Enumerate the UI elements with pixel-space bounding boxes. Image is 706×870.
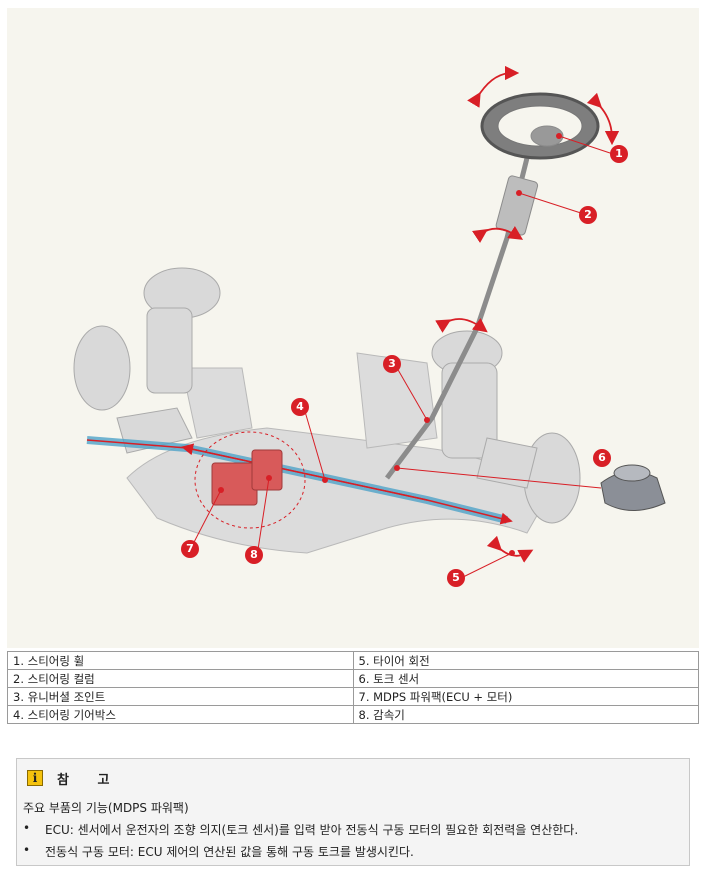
steering-rack [86,436,513,525]
torque-sensor-unit [600,464,666,511]
legend-cell: 5. 타이어 회전 [352,651,699,670]
leader-dots [218,133,562,556]
legend-row: 1. 스티어링 휠 5. 타이어 회전 [7,651,699,670]
mdps-power-pack [211,449,283,506]
bullet-dot: • [23,821,31,835]
callout-5: 5 [447,569,465,587]
diagram-drawing [73,65,666,581]
callout-4: 4 [291,398,309,416]
rotation-arrows [435,65,620,563]
bullet-text: ECU: 센서에서 운전자의 조향 의지(토크 센서)를 입력 받아 전동식 구… [45,823,579,837]
legend-row: 4. 스티어링 기어박스 8. 감속기 [7,705,699,724]
note-bullet: • ECU: 센서에서 운전자의 조향 의지(토크 센서)를 입력 받아 전동식… [23,821,578,838]
info-icon: i [27,770,43,786]
legend-cell: 6. 토크 센서 [352,669,699,688]
left-suspension [73,267,221,454]
parts-legend-table: 1. 스티어링 휠 5. 타이어 회전 2. 스티어링 컬럼 6. 토크 센서 … [7,651,699,724]
note-header: i 참 고 [27,769,122,788]
legend-row: 3. 유니버셜 조인트 7. MDPS 파워팩(ECU + 모터) [7,687,699,706]
callout-6: 6 [593,449,611,467]
legend-cell: 3. 유니버셜 조인트 [7,687,354,706]
note-title: 참 고 [57,772,122,788]
right-suspension [431,330,581,524]
note-subtitle: 주요 부품의 기능(MDPS 파워팩) [23,801,189,815]
legend-row: 2. 스티어링 컬럼 6. 토크 센서 [7,669,699,688]
power-pack-highlight [194,431,306,529]
callout-7: 7 [181,540,199,558]
bullet-dot: • [23,843,31,857]
callout-2: 2 [579,206,597,224]
legend-cell: 2. 스티어링 컬럼 [7,669,354,688]
note-bullet: • 전동식 구동 모터: ECU 제어의 연산된 값을 통해 구동 토크를 발생… [23,843,414,860]
callout-8: 8 [245,546,263,564]
legend-cell: 7. MDPS 파워팩(ECU + 모터) [352,687,699,706]
steering-system-diagram: 1 2 3 4 5 6 7 8 [7,8,699,648]
legend-cell: 8. 감속기 [352,705,699,724]
legend-cell: 1. 스티어링 휠 [7,651,354,670]
reference-note-box: i 참 고 주요 부품의 기능(MDPS 파워팩) • ECU: 센서에서 운전… [16,758,690,866]
leader-lines [190,135,620,581]
callout-1: 1 [610,145,628,163]
legend-cell: 4. 스티어링 기어박스 [7,705,354,724]
bullet-text: 전동식 구동 모터: ECU 제어의 연산된 값을 통해 구동 토크를 발생시킨… [45,845,414,859]
callout-3: 3 [383,355,401,373]
